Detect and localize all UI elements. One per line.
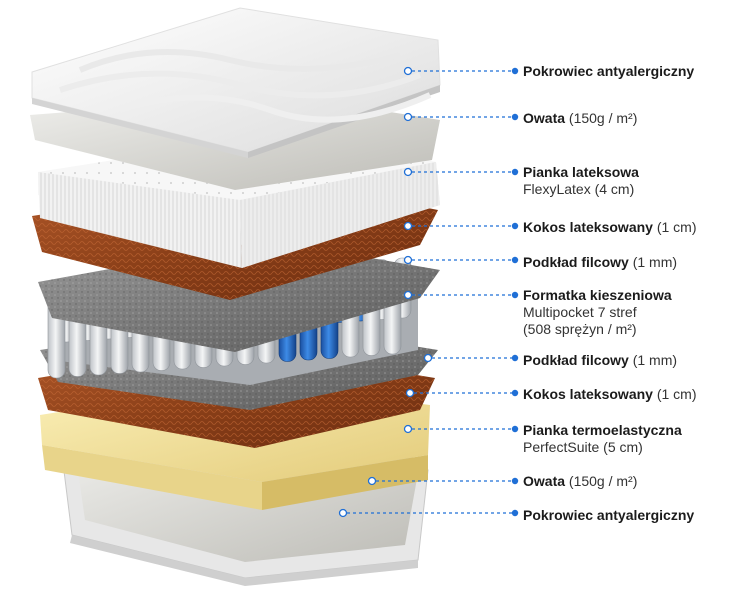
leader-end-dot (511, 354, 519, 362)
label-thermo-foam: Pianka termoelastyczna PerfectSuite (5 c… (523, 422, 682, 455)
leader-end-dot (511, 113, 519, 121)
leader-anchor-dot (405, 388, 415, 398)
label-bottom-wadding: Owata (150g / m²) (523, 473, 638, 489)
leader-end-dot (511, 222, 519, 230)
leader-end-dot (511, 67, 519, 75)
leader-anchor-dot (403, 112, 413, 122)
leader-anchor-dot (403, 255, 413, 265)
leader-anchor-dot (338, 508, 348, 518)
label-top-wadding: Owata (150g / m²) (523, 110, 638, 126)
leader-anchor-dot (403, 66, 413, 76)
leader-anchor-dot (403, 167, 413, 177)
label-top-coconut: Kokos lateksowany (1 cm) (523, 219, 697, 235)
label-bottom-coconut: Kokos lateksowany (1 cm) (523, 386, 697, 402)
leader-end-dot (511, 256, 519, 264)
layer-top-cover-shape (31, 7, 441, 158)
label-bottom-cover: Pokrowiec antyalergiczny (523, 507, 695, 523)
label-pocket-springs: Formatka kieszeniowa Multipocket 7 stref… (523, 287, 672, 337)
leader-anchor-dot (403, 290, 413, 300)
leader-end-dot (511, 168, 519, 176)
label-latex-foam: Pianka lateksowa FlexyLatex (4 cm) (523, 164, 639, 197)
label-bottom-felt: Podkład filcowy (1 mm) (523, 352, 678, 368)
leader-end-dot (511, 509, 519, 517)
leader-end-dot (511, 425, 519, 433)
leader-anchor-dot (403, 221, 413, 231)
callout-leaders (338, 66, 519, 518)
leader-end-dot (511, 291, 519, 299)
label-top-cover: Pokrowiec antyalergiczny (523, 63, 695, 79)
label-top-felt: Podkład filcowy (1 mm) (523, 254, 678, 270)
leader-end-dot (511, 477, 519, 485)
leader-anchor-dot (403, 424, 413, 434)
leader-anchor-dot (367, 476, 377, 486)
leader-end-dot (511, 389, 519, 397)
leader-anchor-dot (423, 353, 433, 363)
